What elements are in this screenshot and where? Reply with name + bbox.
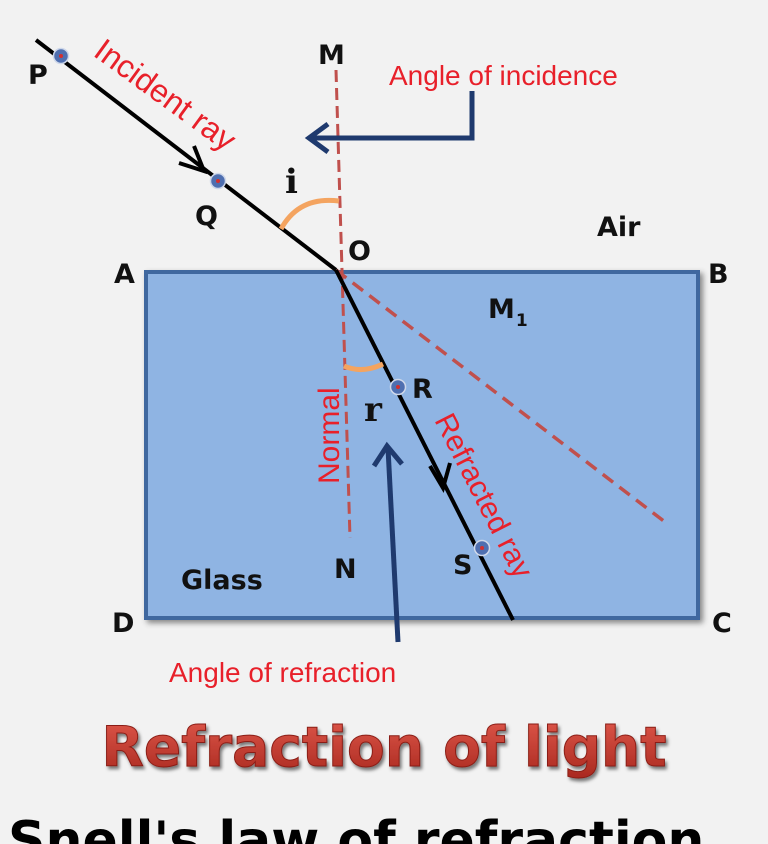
label-o: O xyxy=(348,236,371,267)
incident-extension-line xyxy=(334,268,667,524)
point-s-dot xyxy=(480,546,484,550)
footer-text-partial: Snell's law of refraction xyxy=(8,811,704,844)
glass-block xyxy=(144,270,700,620)
angle-r-symbol: r xyxy=(364,390,383,430)
label-d: D xyxy=(112,608,134,639)
normal-line xyxy=(334,69,352,539)
label-b: B xyxy=(708,259,729,290)
label-q: Q xyxy=(195,201,218,232)
angle-of-incidence-label: Angle of incidence xyxy=(389,60,618,91)
label-p: P xyxy=(28,60,48,91)
normal-label: Normal xyxy=(313,387,346,484)
refraction-pointer-arrowhead xyxy=(371,441,404,468)
incidence-pointer-arrowhead xyxy=(304,121,330,155)
refracted-ray-arrowhead xyxy=(428,462,452,494)
label-glass: Glass xyxy=(181,565,263,596)
label-m1: M1 xyxy=(488,294,528,331)
angle-i-arc xyxy=(278,197,340,231)
angle-r-arc xyxy=(342,361,385,372)
refraction-pointer-arrow xyxy=(385,447,401,643)
label-c: C xyxy=(712,608,732,639)
label-r: R xyxy=(412,374,433,405)
point-q-dot xyxy=(216,179,220,183)
label-n: N xyxy=(334,554,357,585)
label-m: M xyxy=(318,40,345,71)
incidence-pointer-arrow xyxy=(312,91,475,141)
point-r-dot xyxy=(396,385,400,389)
label-s: S xyxy=(453,550,472,581)
label-a: A xyxy=(114,259,135,290)
incident-ray-line xyxy=(34,38,338,272)
label-air: Air xyxy=(597,212,641,243)
incident-ray-arrowhead xyxy=(178,145,208,175)
diagram-title: Refraction of light xyxy=(101,715,666,779)
refracted-ray-line xyxy=(334,269,515,621)
angle-of-refraction-label: Angle of refraction xyxy=(169,657,396,688)
angle-i-symbol: i xyxy=(285,162,298,202)
point-p-dot xyxy=(59,54,63,58)
